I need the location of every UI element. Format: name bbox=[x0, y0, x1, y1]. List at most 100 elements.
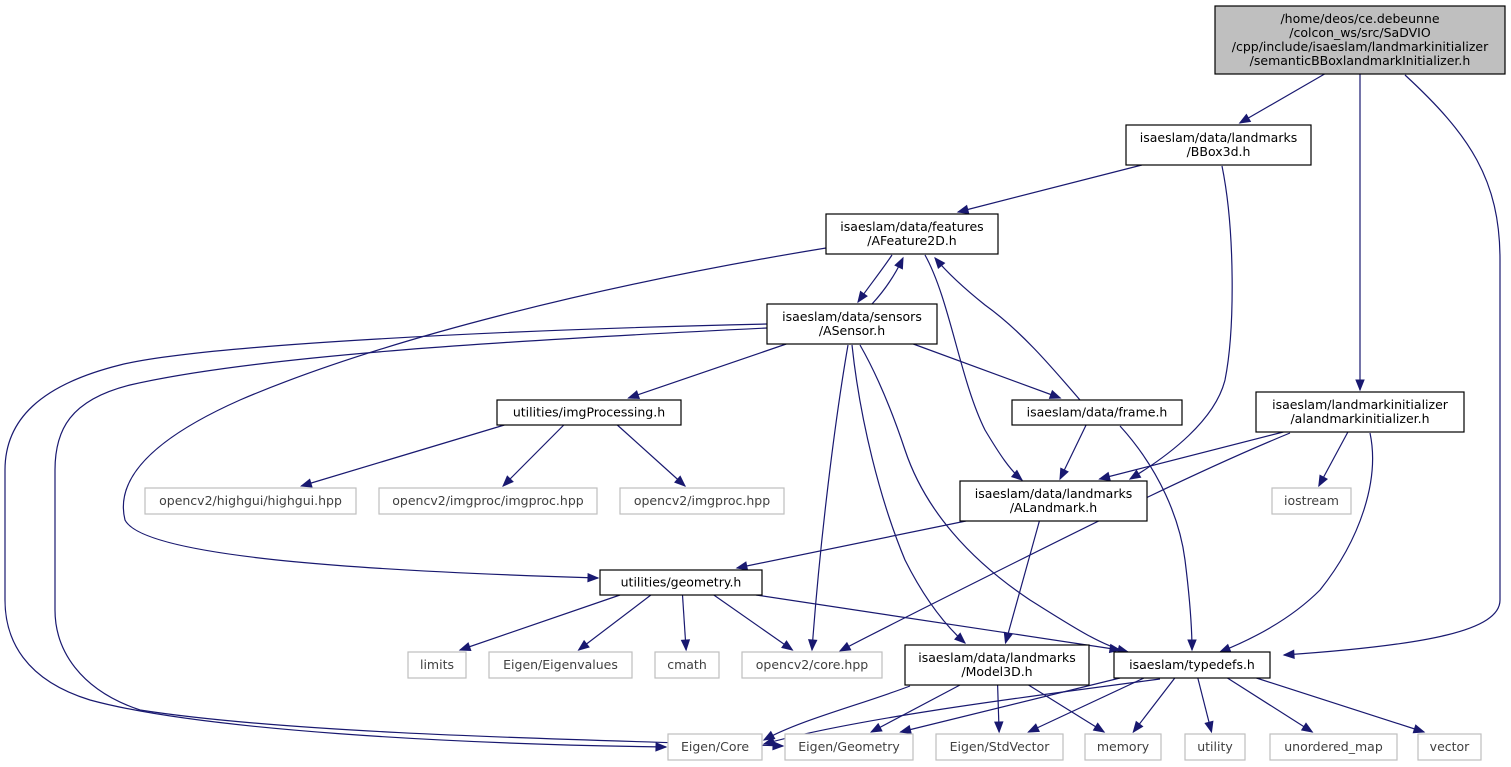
node-label: /ALandmark.h bbox=[1010, 500, 1097, 515]
node-label: cmath bbox=[667, 657, 707, 672]
edge-alandmark-to-model3d bbox=[1003, 520, 1040, 645]
node-box bbox=[654, 651, 720, 679]
arrowhead-icon bbox=[1238, 113, 1252, 124]
arrowhead-icon bbox=[1027, 723, 1040, 733]
edge-line bbox=[1239, 73, 1325, 124]
edge-line bbox=[1283, 74, 1501, 656]
node-box bbox=[1255, 391, 1465, 433]
edge-bbox3d-to-afeature2d bbox=[956, 164, 1143, 214]
node-eigengeometry: Eigen/Geometry bbox=[784, 733, 914, 761]
node-highgui: opencv2/highgui/highgui.hpp bbox=[144, 487, 357, 515]
edge-line bbox=[851, 344, 966, 644]
node-geometry[interactable]: utilities/geometry.h bbox=[599, 569, 763, 596]
node-alandmark[interactable]: isaeslam/data/landmarks/ALandmark.h bbox=[959, 480, 1148, 522]
node-box bbox=[766, 303, 938, 345]
edges-layer bbox=[4, 73, 1501, 752]
edge-model3d-to-eigencore bbox=[762, 685, 911, 741]
edge-line bbox=[578, 594, 652, 651]
edge-bbox3d-to-alandmark bbox=[1128, 165, 1233, 480]
node-box bbox=[1271, 487, 1352, 515]
edge-line bbox=[755, 594, 1121, 651]
arrowhead-icon bbox=[1355, 379, 1365, 392]
node-box bbox=[407, 651, 467, 679]
arrowhead-icon bbox=[1412, 724, 1426, 734]
node-box bbox=[959, 480, 1148, 522]
node-box bbox=[904, 644, 1090, 686]
edge-asensor-to-imgprocessing bbox=[627, 343, 787, 400]
node-label: /semanticBBoxlandmarkInitializer.h bbox=[1250, 53, 1471, 68]
edge-line bbox=[1028, 677, 1145, 733]
edge-typedefs-to-stdvector bbox=[1027, 677, 1145, 733]
node-box bbox=[935, 733, 1064, 761]
edge-line bbox=[54, 327, 784, 747]
arrowhead-icon bbox=[587, 572, 600, 583]
node-frame[interactable]: isaeslam/data/frame.h bbox=[1011, 399, 1183, 426]
edge-line bbox=[459, 594, 621, 651]
arrowhead-icon bbox=[807, 639, 818, 652]
node-bbox3d[interactable]: isaeslam/data/landmarks/BBox3d.h bbox=[1125, 124, 1312, 166]
node-imgprocessing[interactable]: utilities/imgProcessing.h bbox=[496, 399, 682, 426]
edge-line bbox=[1132, 677, 1176, 733]
arrowhead-icon bbox=[838, 641, 852, 652]
edge-line bbox=[957, 164, 1143, 213]
node-typedefs[interactable]: isaeslam/typedefs.h bbox=[1113, 651, 1271, 679]
node-box bbox=[1011, 399, 1183, 426]
arrowhead-icon bbox=[1092, 722, 1106, 733]
edge-afeature2d-to-alandmark bbox=[924, 254, 1024, 481]
arrowhead-icon bbox=[1300, 722, 1314, 733]
edge-root-to-bbox3d bbox=[1238, 73, 1325, 124]
node-model3d[interactable]: isaeslam/data/landmarks/Model3D.h bbox=[904, 644, 1090, 686]
node-root[interactable]: /home/deos/ce.debeunne/colcon_ws/src/SaD… bbox=[1214, 5, 1506, 75]
arrowhead-icon bbox=[502, 475, 514, 487]
node-unordered_map: unordered_map bbox=[1269, 733, 1398, 761]
edge-line bbox=[900, 677, 1121, 733]
node-label: unordered_map bbox=[1284, 739, 1383, 754]
node-box bbox=[1184, 733, 1246, 761]
node-imgproc: opencv2/imgproc.hpp bbox=[619, 487, 785, 515]
node-label: Eigen/StdVector bbox=[950, 739, 1051, 754]
node-box bbox=[619, 487, 785, 515]
edge-line bbox=[1004, 520, 1040, 644]
edge-root-to-typedefs bbox=[1282, 74, 1501, 660]
arrowhead-icon bbox=[1098, 471, 1111, 481]
arrowhead-icon bbox=[956, 204, 970, 214]
node-box bbox=[1084, 733, 1162, 761]
edge-line bbox=[924, 254, 1023, 481]
edge-typedefs-to-unordered_map bbox=[1227, 677, 1314, 733]
edge-line bbox=[122, 247, 827, 579]
edge-line bbox=[1099, 431, 1284, 480]
node-label: utilities/geometry.h bbox=[621, 575, 742, 590]
arrowhead-icon bbox=[1108, 643, 1122, 654]
arrowhead-icon bbox=[1059, 467, 1069, 481]
node-label: /home/deos/ce.debeunne bbox=[1280, 11, 1439, 26]
node-cmath: cmath bbox=[654, 651, 720, 679]
edge-asensor-to-corehpp bbox=[807, 344, 849, 652]
node-label: opencv2/highgui/highgui.hpp bbox=[159, 493, 342, 508]
arrowhead-icon bbox=[300, 478, 313, 488]
node-label: vector bbox=[1430, 739, 1471, 754]
edge-frame-to-typedefs bbox=[1119, 425, 1197, 652]
node-box bbox=[667, 733, 763, 761]
arrowhead-icon bbox=[994, 721, 1004, 734]
node-label: /alandmarkinitializer.h bbox=[1290, 411, 1429, 426]
arrowhead-icon bbox=[655, 742, 668, 752]
arrowhead-icon bbox=[735, 561, 749, 571]
node-afeature2d[interactable]: isaeslam/data/features/AFeature2D.h bbox=[825, 213, 999, 255]
edge-alandmarkinit-to-alandmark bbox=[1098, 431, 1284, 481]
node-asensor[interactable]: isaeslam/data/sensors/ASensor.h bbox=[766, 303, 938, 345]
arrowhead-icon bbox=[781, 640, 794, 651]
edge-geometry-to-limits bbox=[458, 594, 621, 652]
edge-asensor-to-eigengeometry bbox=[54, 327, 785, 751]
node-label: opencv2/imgproc/imgproc.hpp bbox=[392, 493, 583, 508]
arrowhead-icon bbox=[674, 475, 687, 487]
edge-imgprocessing-to-imgproc_imgproc bbox=[502, 424, 565, 487]
edge-typedefs-to-vector bbox=[1256, 677, 1426, 734]
edge-line bbox=[736, 520, 967, 569]
edge-afeature2d-to-asensor bbox=[857, 254, 893, 304]
node-label: /AFeature2D.h bbox=[867, 233, 956, 248]
node-alandmarkinit[interactable]: isaeslam/landmarkinitializer/alandmarkin… bbox=[1255, 391, 1465, 433]
edge-line bbox=[913, 343, 1061, 399]
edge-line bbox=[713, 594, 793, 651]
edge-line bbox=[763, 685, 911, 741]
edge-line bbox=[1129, 165, 1233, 480]
